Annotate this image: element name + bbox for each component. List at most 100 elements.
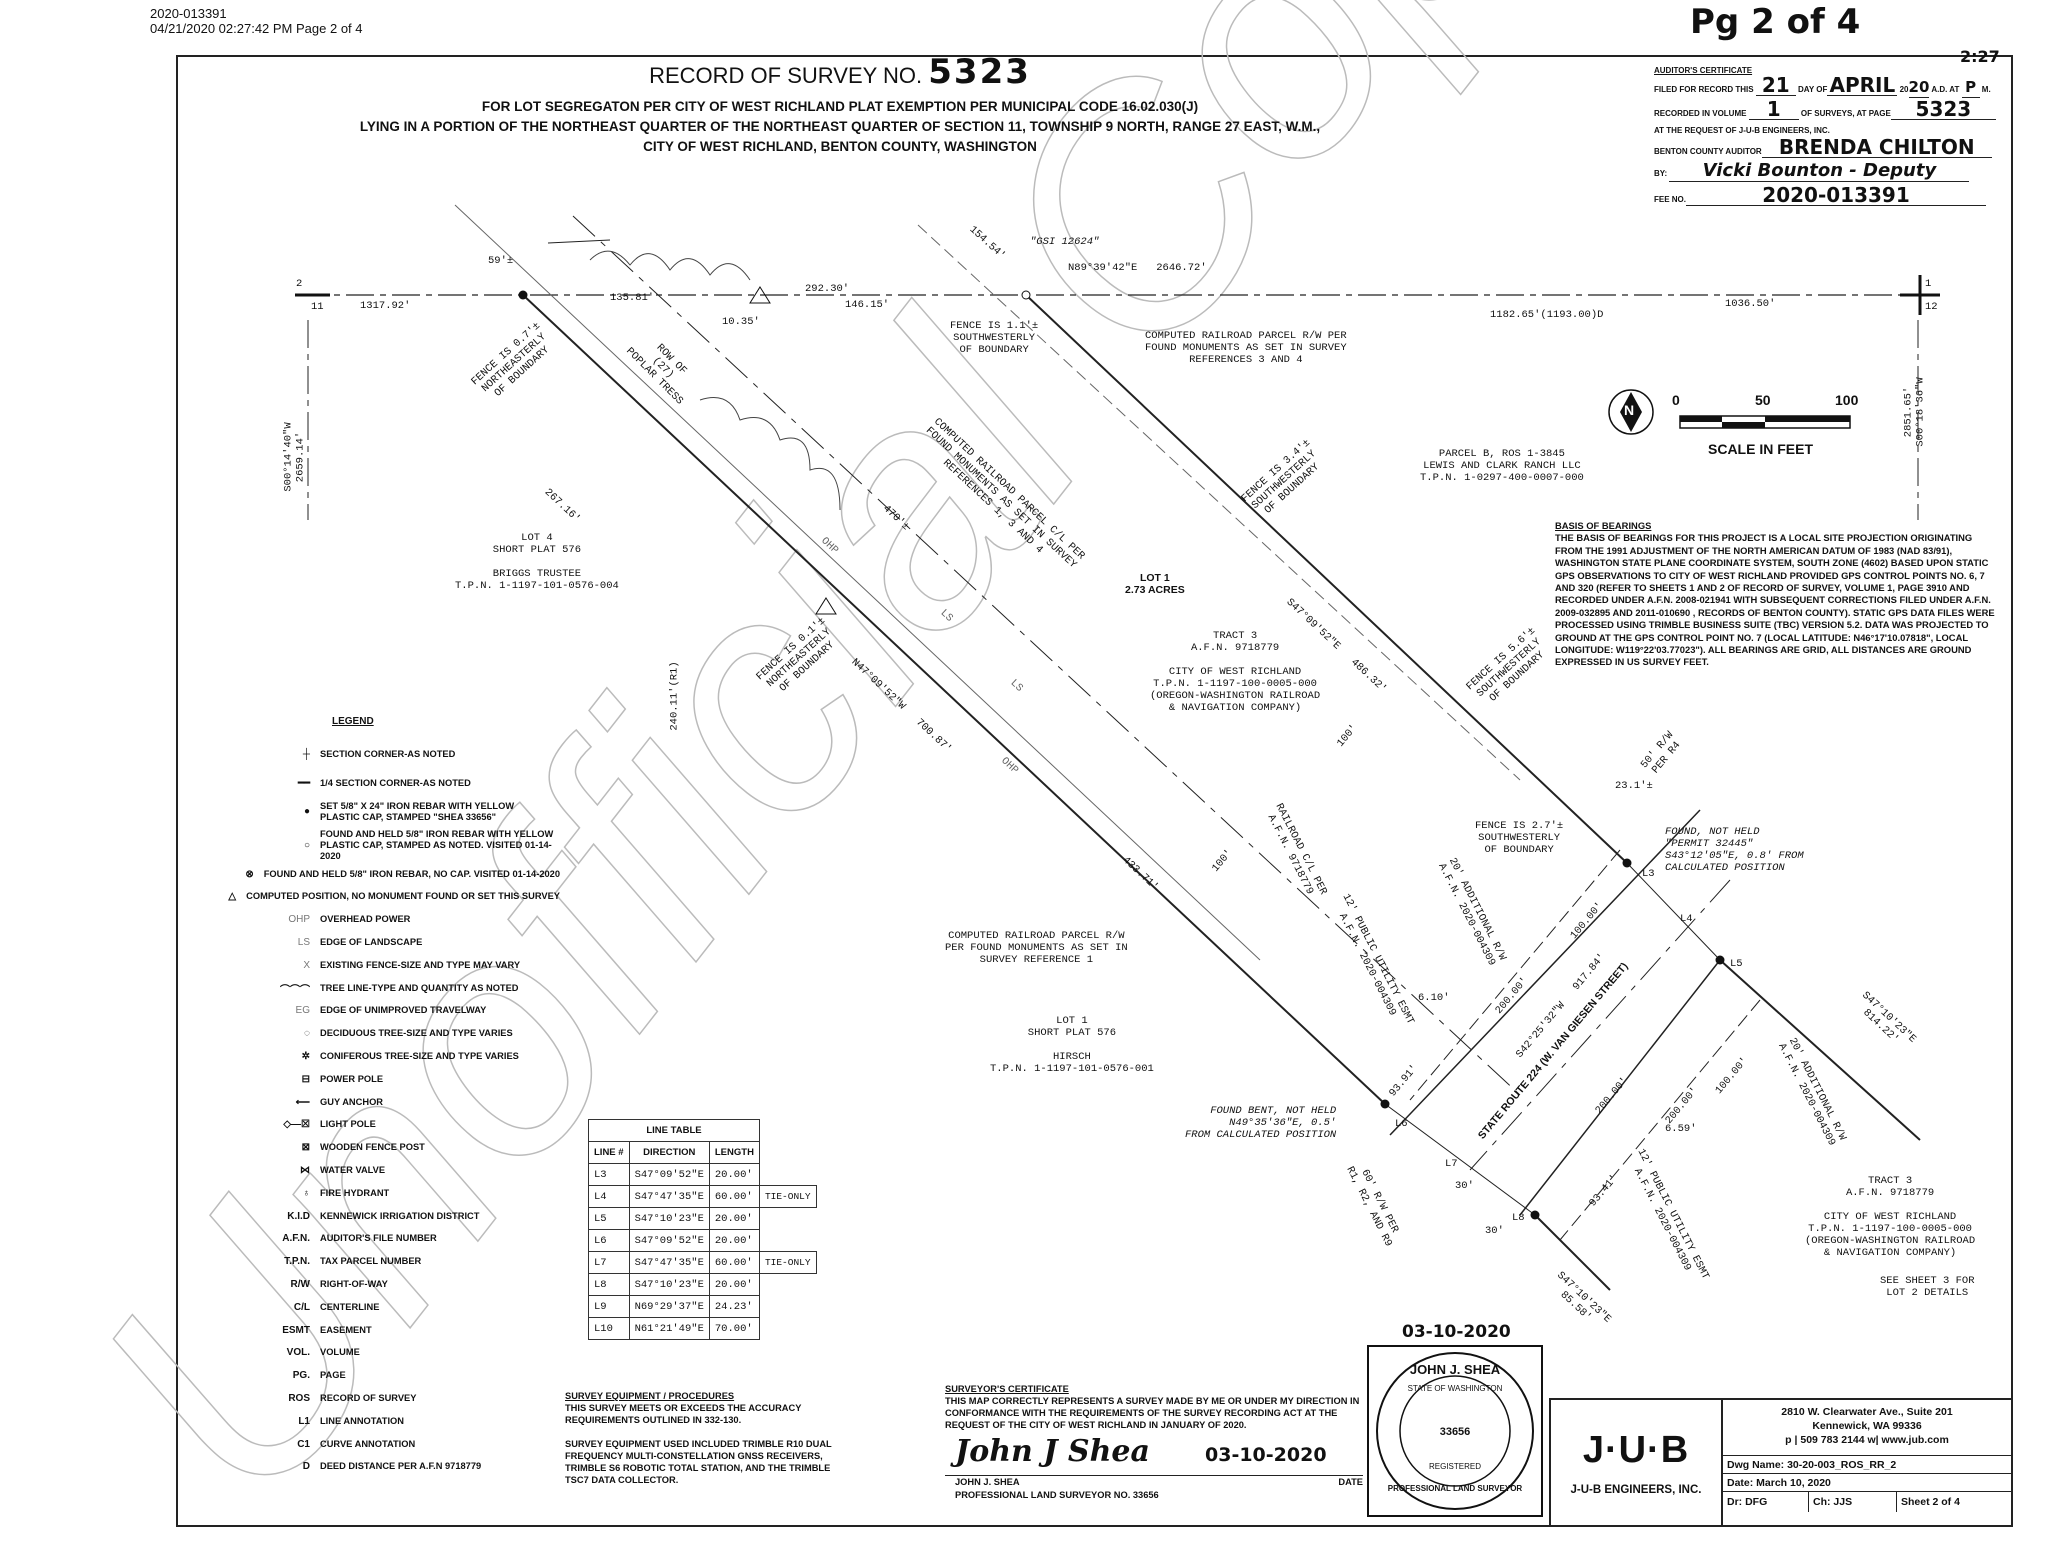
legend-item: ♁FIRE HYDRANT [180, 1182, 560, 1205]
light-pole-icon: ◇—☒ [283, 1119, 310, 1131]
set-rebar-icon [518, 290, 528, 300]
legend-item: ⋈WATER VALVE [180, 1159, 560, 1182]
print-stamp: 04/21/2020 02:27:42 PM Page 2 of 4 [150, 21, 363, 36]
tie-only-note: TIE-ONLY [758, 1251, 817, 1274]
railroad-row-line [917, 224, 1521, 781]
north-arrow-icon [1608, 389, 1654, 435]
scale-tick-50: 50 [1755, 392, 1771, 408]
set-rebar-icon [1380, 1099, 1390, 1109]
map-label: 135.81' [610, 292, 655, 304]
l6-l7-l8 [1384, 1103, 1536, 1216]
triangle-icon: △ [228, 891, 237, 903]
railroad-sw-boundary [522, 294, 1386, 1105]
utility-esmt-line [1559, 999, 1761, 1241]
legend-item: ⌒⌒⌒TREE LINE-TYPE AND QUANTITY AS NOTED [180, 977, 560, 1000]
surveyor-seal: 03-10-2020 JOHN J. SHEA STATE OF WASHING… [1366, 1322, 1544, 1518]
fence-icon: X [303, 959, 310, 971]
deciduous-tree-icon: ◌ [304, 1028, 310, 1040]
coniferous-tree-icon: ✲ [301, 1051, 310, 1063]
fence-line [547, 239, 611, 244]
railroad-centerline [572, 215, 1521, 1096]
line-label: L3 [1642, 868, 1655, 880]
route-224-se-row [1519, 959, 1721, 1216]
line-label: L6 [1395, 1118, 1408, 1130]
landscape-edge-icon: LS [297, 937, 310, 949]
open-circle-icon: ○ [303, 840, 310, 852]
legend-item: ┼SECTION CORNER-AS NOTED [180, 736, 560, 772]
monuments [518, 286, 1725, 1220]
title-line-3: CITY OF WEST RICHLAND, BENTON COUNTY, WA… [643, 139, 1037, 154]
tie-only-note: TIE-ONLY [758, 1185, 817, 1208]
map-label: 240.11'(R1) [668, 661, 681, 731]
map-label: 1317.92' [360, 300, 411, 312]
scale-label: SCALE IN FEET [1708, 441, 1814, 457]
railroad-ne-boundary [1025, 294, 1628, 864]
map-label: 146.15' [845, 299, 890, 311]
title-line-1: FOR LOT SEGREGATON PER CITY OF WEST RICH… [481, 99, 1199, 114]
water-valve-icon: ⋈ [300, 1165, 310, 1177]
company-name: J-U-B ENGINEERS, INC. [1570, 1484, 1702, 1496]
additional-row-line [1409, 849, 1621, 1101]
set-rebar-icon [1622, 858, 1632, 868]
handwritten-page-number: Pg 2 of 4 [1690, 2, 1861, 42]
legend-item: ⊟POWER POLE [180, 1068, 560, 1091]
line-label: L5 [1730, 958, 1743, 970]
map-label: 23.1'± [1615, 780, 1653, 792]
map-label: PARCEL B, ROS 1-3845 LEWIS AND CLARK RAN… [1420, 448, 1584, 484]
legend-item: ⊗FOUND AND HELD 5/8" IRON REBAR, NO CAP.… [180, 863, 560, 886]
line-label: L7 [1445, 1158, 1458, 1170]
computed-position-icon [749, 286, 771, 304]
map-label: LOT 1 2.73 ACRES [1125, 572, 1185, 596]
line-label: L4 [1680, 913, 1693, 925]
surveyor-signature: John J Shea [955, 1434, 1150, 1469]
drawn-by: Dr: DFG [1723, 1492, 1809, 1512]
legend-item: T.P.N.TAX PARCEL NUMBER [284, 1256, 422, 1268]
l3-l4-l5 [1626, 862, 1721, 961]
map-label: FOUND, NOT HELD "PERMIT 32445" S43°12'05… [1665, 826, 1804, 874]
map-label: FOUND BENT, NOT HELD N49°35'36"E, 0.5' F… [1185, 1105, 1337, 1141]
set-rebar-icon [1715, 955, 1725, 965]
surveyor-certificate: SURVEYOR'S CERTIFICATE THIS MAP CORRECTL… [945, 1384, 1363, 1500]
survey-lines [300, 204, 1921, 1291]
map-label: N89°39'42"E 2646.72' [1068, 262, 1207, 274]
legend-item: VOL.VOLUME [286, 1347, 360, 1359]
map-label: 6.10' [1418, 992, 1450, 1004]
east-boundary [1719, 959, 1921, 1141]
sheet-border [176, 55, 2013, 1527]
fence-post-icon: ⊠ [301, 1142, 310, 1154]
found-rebar-icon [1021, 290, 1031, 300]
map-label: TRACT 3 A.F.N. 9718779 CITY OF WEST RICH… [1150, 630, 1321, 714]
overhead-power-line [454, 204, 1261, 961]
signature-date: 03-10-2020 [1205, 1444, 1327, 1466]
map-label: FENCE IS 2.7'± SOUTHWESTERLY OF BOUNDARY [1475, 820, 1564, 856]
scale-bar [1679, 415, 1851, 429]
map-label: 30' [1485, 1225, 1504, 1237]
map-label: SEE SHEET 3 FOR LOT 2 DETAILS [1880, 1275, 1975, 1299]
seal-date: 03-10-2020 [1402, 1322, 1511, 1342]
section-number: 11 [311, 301, 324, 313]
line-label: L8 [1512, 1212, 1525, 1224]
legend-item: A.F.N.AUDITOR'S FILE NUMBER [282, 1233, 437, 1245]
checked-by: Ch: JJS [1809, 1492, 1897, 1512]
legend-item: ◇—☒LIGHT POLE [180, 1114, 560, 1137]
fire-hydrant-icon: ♁ [302, 1187, 311, 1199]
route-224-centerline [1469, 879, 1731, 1171]
route-224-nw-row [1389, 809, 1701, 1136]
map-label: "GSI 12624" [1030, 236, 1100, 248]
legend-item: ○FOUND AND HELD 5/8" IRON REBAR WITH YEL… [180, 829, 560, 863]
overhead-power-icon: OHP [288, 914, 310, 926]
company-logo: J·U·B J-U-B ENGINEERS, INC. [1551, 1400, 1723, 1525]
